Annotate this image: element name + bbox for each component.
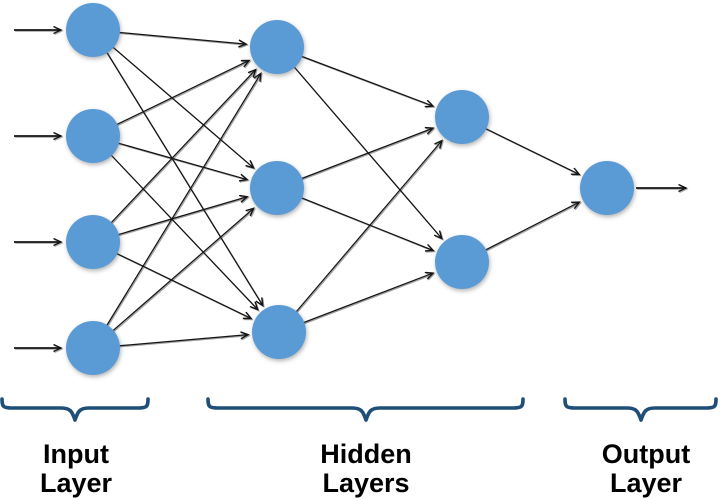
label-input-layer: Input Layer (39, 439, 113, 498)
edges-group (92, 29, 579, 349)
neuron-node-i4 (66, 321, 120, 375)
neuron-node-i2 (66, 109, 120, 163)
brace-output (563, 397, 718, 422)
connection-arrow (278, 141, 442, 333)
nodes-group (66, 3, 634, 375)
brace-input (0, 397, 150, 422)
neuron-node-o1 (580, 161, 634, 215)
io-arrows-group (14, 30, 686, 348)
connection-arrow (92, 135, 258, 310)
neuron-node-h3 (252, 305, 306, 359)
connection-arrow (92, 70, 256, 243)
connection-arrow (92, 73, 261, 349)
connection-arrow (276, 128, 433, 189)
neuron-node-g2 (435, 235, 489, 289)
neuron-node-h1 (250, 20, 304, 74)
label-hidden-layers: Hidden Layers (320, 439, 412, 498)
connection-arrow (92, 241, 251, 318)
connection-arrow (278, 273, 433, 333)
neuron-node-g1 (435, 90, 489, 144)
connection-arrow (92, 60, 249, 137)
connection-arrow (276, 187, 433, 250)
neuron-node-i3 (66, 215, 120, 269)
neuron-node-h2 (250, 161, 304, 215)
connection-arrow (276, 46, 433, 106)
connection-arrow (92, 29, 253, 168)
brace-hidden (206, 397, 525, 422)
connection-arrow (92, 29, 263, 306)
label-output-layer: Output Layer (601, 439, 691, 498)
neuron-node-i1 (66, 3, 120, 57)
connection-arrow (92, 208, 254, 349)
connection-arrow (276, 46, 442, 239)
